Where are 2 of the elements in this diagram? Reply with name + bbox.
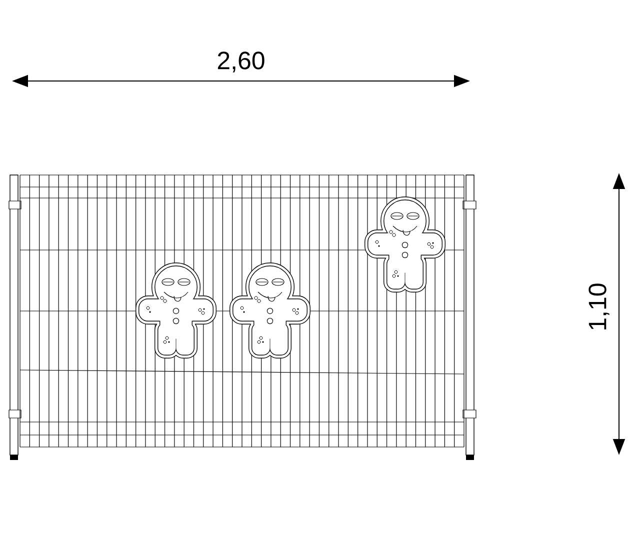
dimension-label: 2,60 [218,52,264,72]
dimension-label: 1,10 [588,284,610,330]
